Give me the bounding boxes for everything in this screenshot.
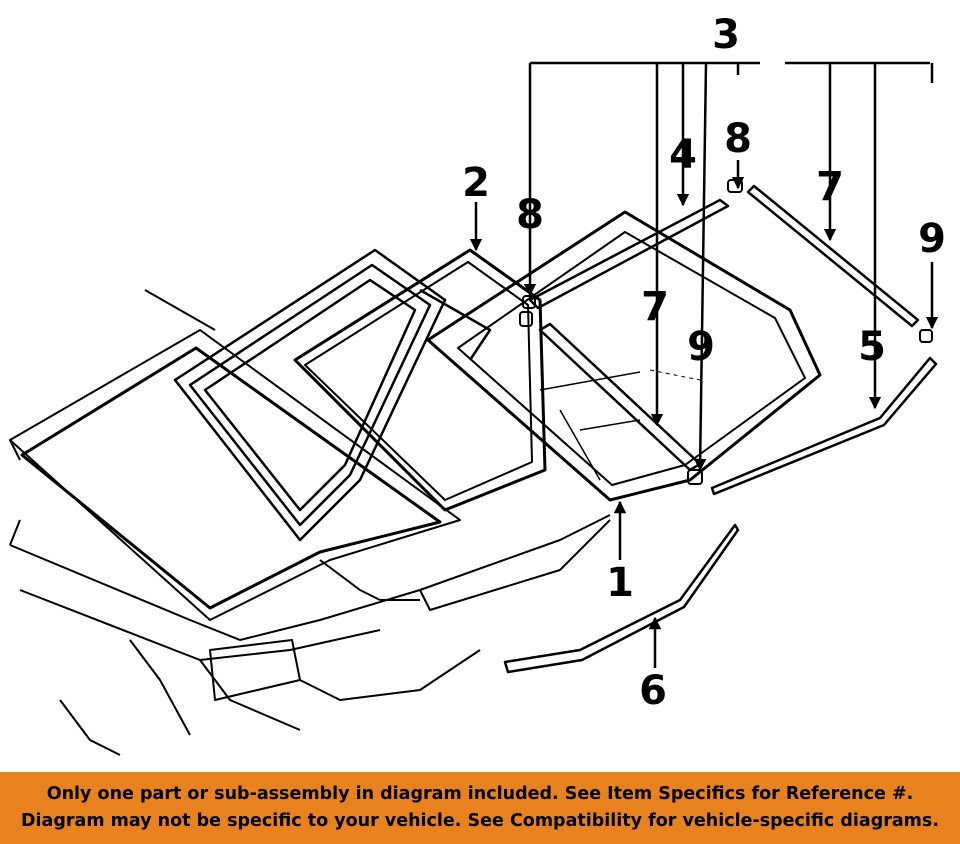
callout-9-middle: 9 xyxy=(687,324,715,370)
disclaimer-line-2: Diagram may not be specific to your vehi… xyxy=(21,811,939,831)
callout-5: 5 xyxy=(858,324,886,370)
parts-diagram: 3 2 8 4 8 7 9 7 9 5 1 6 xyxy=(9,12,946,756)
body-window-frame xyxy=(173,248,492,542)
window-seal xyxy=(293,248,547,512)
lower-moulding xyxy=(503,523,740,674)
callout-8-right: 8 xyxy=(724,116,752,162)
car-body xyxy=(9,289,611,756)
windshield-glass xyxy=(426,210,822,502)
callout-3: 3 xyxy=(712,12,740,58)
callout-2: 2 xyxy=(462,160,490,206)
callout-7-middle: 7 xyxy=(641,284,669,330)
callout-7-right: 7 xyxy=(816,164,844,210)
disclaimer-line-1: Only one part or sub-assembly in diagram… xyxy=(46,784,914,804)
callout-numbers: 3 2 8 4 8 7 9 7 9 5 1 6 xyxy=(462,12,946,714)
callout-4: 4 xyxy=(669,132,697,178)
disclaimer-banner: Only one part or sub-assembly in diagram… xyxy=(0,772,960,844)
callout-9-right: 9 xyxy=(918,216,946,262)
callout-6: 6 xyxy=(639,668,667,714)
leader-lines xyxy=(469,61,939,668)
callout-8-left: 8 xyxy=(516,192,544,238)
callout-1: 1 xyxy=(606,560,634,606)
